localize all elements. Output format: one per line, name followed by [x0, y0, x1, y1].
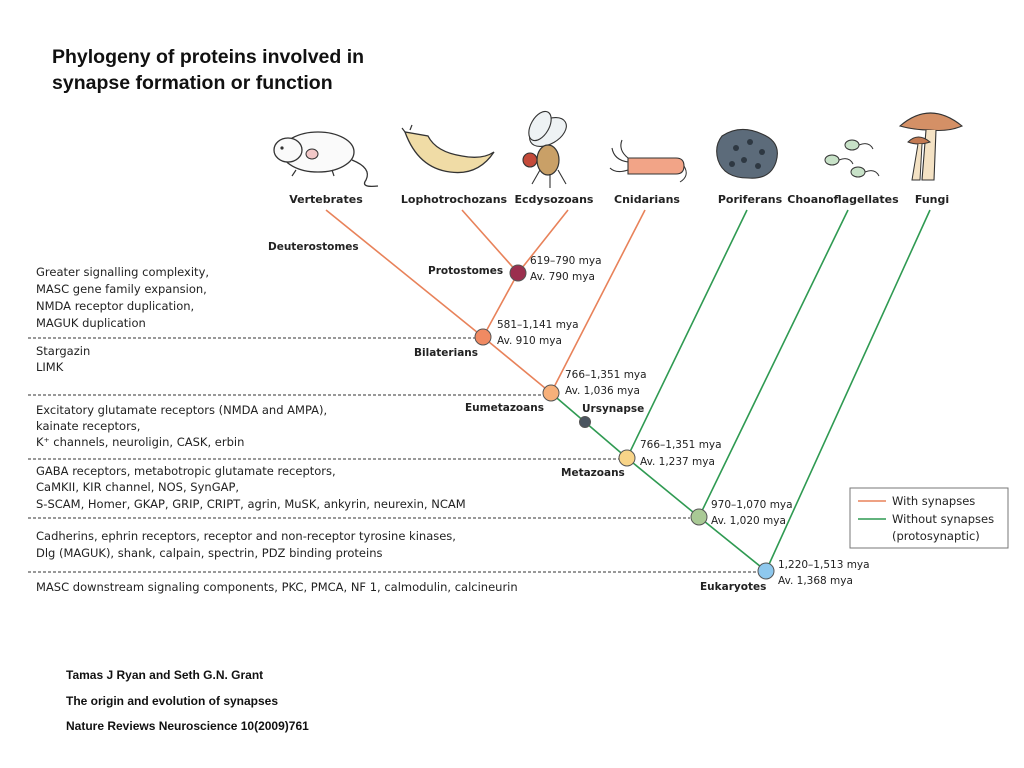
- legend: With synapses Without synapses (protosyn…: [849, 487, 1009, 549]
- date-range: 1,220–1,513 mya: [778, 559, 870, 571]
- date-bilaterians: 581–1,141 mya Av. 910 mya: [497, 319, 579, 347]
- traits-bilaterian-greater-complexity: Greater signalling complexity, MASC gene…: [36, 265, 209, 330]
- trait-line: Greater signalling complexity,: [36, 265, 209, 279]
- date-range: 766–1,351 mya: [565, 369, 647, 381]
- trait-line: K⁺ channels, neuroligin, CASK, erbin: [36, 435, 244, 449]
- trait-line: Stargazin: [36, 344, 90, 358]
- date-range: 970–1,070 mya: [711, 499, 793, 511]
- node-label-ursynapse: Ursynapse: [582, 403, 644, 415]
- trait-line: MAGUK duplication: [36, 316, 146, 330]
- node-eukaryotes: [757, 562, 775, 580]
- node-label-protostomes: Protostomes: [428, 265, 503, 277]
- trait-line: kainate receptors,: [36, 419, 140, 433]
- traits-eukaryote: MASC downstream signaling components, PK…: [36, 580, 518, 594]
- date-protostomes: 619–790 mya Av. 790 mya: [530, 255, 602, 283]
- branch-bilaterians: [482, 336, 552, 394]
- citation-article: The origin and evolution of synapses: [66, 694, 279, 708]
- legend-box: [849, 487, 1009, 549]
- taxon-label-lophotrochozans: Lophotrochozans: [401, 193, 508, 206]
- branch-choanoflagellates: [698, 209, 849, 518]
- traits-metazoan: GABA receptors, metabotropic glutamate r…: [36, 464, 466, 511]
- fly-icon: [522, 110, 567, 188]
- trait-line: Cadherins, ephrin receptors, receptor an…: [36, 529, 456, 543]
- node-label-eukaryotes: Eukaryotes: [700, 581, 766, 593]
- branch-poriferans: [626, 209, 748, 459]
- branch-opisthokonts: [698, 516, 767, 572]
- citation-journal: Nature Reviews Neuroscience 10(2009)761: [66, 719, 309, 733]
- node-label-bilaterians: Bilaterians: [414, 347, 478, 359]
- trait-line: NMDA receptor duplication,: [36, 299, 194, 313]
- traits-opisthokont: Cadherins, ephrin receptors, receptor an…: [36, 529, 456, 560]
- date-average: Av. 1,237 mya: [640, 456, 715, 468]
- tree-nodes: [474, 264, 775, 580]
- citation-authors: Tamas J Ryan and Seth G.N. Grant: [66, 668, 264, 682]
- trait-line: MASC downstream signaling components, PK…: [36, 580, 518, 594]
- node-metazoans: [618, 449, 636, 467]
- trait-line: CaMKII, KIR channel, NOS, SynGAP,: [36, 480, 239, 494]
- date-average: Av. 910 mya: [497, 335, 562, 347]
- node-eumetazoans: [542, 384, 560, 402]
- choanoflagellate-icon: [824, 139, 880, 178]
- taxon-label-cnidarians: Cnidarians: [614, 193, 680, 206]
- branch-cnidarians: [550, 209, 646, 394]
- branch-ecdysozoans: [517, 209, 569, 274]
- date-metazoans: 766–1,351 mya Av. 1,237 mya: [640, 439, 722, 468]
- date-average: Av. 790 mya: [530, 271, 595, 283]
- trait-line: GABA receptors, metabotropic glutamate r…: [36, 464, 336, 478]
- phylogeny-diagram: Vertebrates Lophotrochozans Ecdysozoans …: [28, 110, 1009, 594]
- node-label-deuterostomes: Deuterostomes: [268, 241, 359, 253]
- date-average: Av. 1,036 mya: [565, 385, 640, 397]
- legend-label-protosynaptic: (protosynaptic): [892, 529, 980, 543]
- taxon-label-poriferans: Poriferans: [718, 193, 783, 206]
- branch-vertebrates: [325, 209, 484, 338]
- traits-eumetazoan: Excitatory glutamate receptors (NMDA and…: [36, 403, 327, 449]
- node-bilaterians: [474, 328, 492, 346]
- date-opisthokonts: 970–1,070 mya Av. 1,020 mya: [711, 499, 793, 527]
- trait-line: LIMK: [36, 360, 64, 374]
- mushroom-icon: [898, 112, 964, 181]
- page-title: Phylogeny of proteins involved in synaps…: [52, 44, 472, 96]
- date-range: 581–1,141 mya: [497, 319, 579, 331]
- branch-lophotrochozans: [461, 209, 519, 274]
- legend-label-without-synapses: Without synapses: [892, 512, 994, 526]
- slug-icon: [401, 124, 495, 174]
- branch-fungi: [765, 209, 931, 572]
- trait-line: Excitatory glutamate receptors (NMDA and…: [36, 403, 327, 417]
- date-eukaryotes: 1,220–1,513 mya Av. 1,368 mya: [778, 559, 870, 587]
- branch-protostomes: [482, 272, 519, 338]
- date-average: Av. 1,020 mya: [711, 515, 786, 527]
- taxon-label-ecdysozoans: Ecdysozoans: [515, 193, 594, 206]
- node-ursynapse: [579, 416, 591, 428]
- taxon-label-fungi: Fungi: [915, 193, 949, 206]
- traits-bilaterian: Stargazin LIMK: [36, 344, 90, 374]
- trait-line: Dlg (MAGUK), shank, calpain, spectrin, P…: [36, 546, 382, 560]
- node-label-metazoans: Metazoans: [561, 467, 625, 479]
- date-eumetazoans: 766–1,351 mya Av. 1,036 mya: [565, 369, 647, 397]
- trait-line: S-SCAM, Homer, GKAP, GRIP, CRIPT, agrin,…: [36, 497, 466, 511]
- node-opisthokonts: [690, 508, 708, 526]
- date-range: 766–1,351 mya: [640, 439, 722, 451]
- taxon-label-vertebrates: Vertebrates: [289, 193, 363, 206]
- cnidarian-icon: [609, 139, 687, 183]
- node-label-eumetazoans: Eumetazoans: [465, 402, 544, 414]
- trait-line: MASC gene family expansion,: [36, 282, 207, 296]
- title-line-2: synapse formation or function: [52, 72, 333, 94]
- mouse-icon: [273, 131, 379, 188]
- legend-label-with-synapses: With synapses: [892, 494, 975, 508]
- trait-separators: [28, 337, 758, 573]
- date-range: 619–790 mya: [530, 255, 602, 267]
- title-line-1: Phylogeny of proteins involved in: [52, 46, 365, 68]
- taxon-label-choanoflagellates: Choanoflagellates: [787, 193, 899, 206]
- sponge-icon: [716, 128, 778, 179]
- branch-metazoans: [626, 457, 700, 518]
- date-average: Av. 1,368 mya: [778, 575, 853, 587]
- node-protostomes: [509, 264, 527, 282]
